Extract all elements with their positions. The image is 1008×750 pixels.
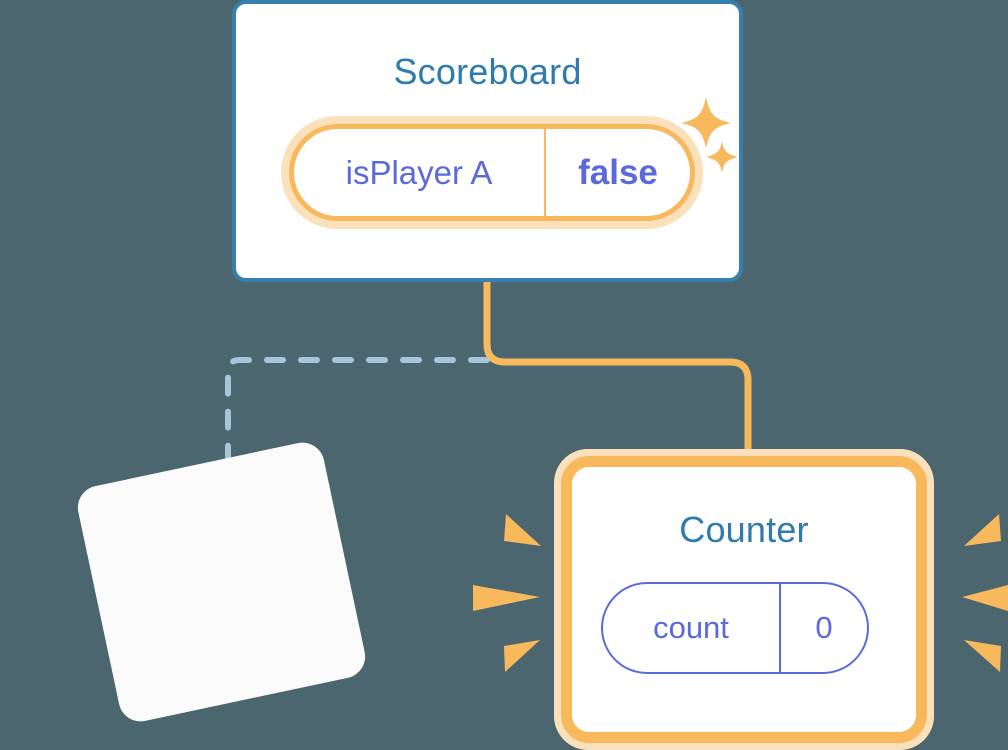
- scoreboard-state-pill[interactable]: isPlayer A false: [289, 124, 695, 221]
- node-card-scoreboard[interactable]: Scoreboard isPlayer A false: [232, 0, 743, 282]
- scoreboard-title: Scoreboard: [393, 51, 582, 92]
- burst-ray: [504, 514, 541, 546]
- node-card-counter[interactable]: Counter count 0: [561, 456, 927, 743]
- burst-ray: [964, 514, 1001, 546]
- counter-title: Counter: [679, 509, 809, 550]
- sparkle-large-icon: [681, 97, 731, 148]
- burst-ray: [962, 585, 1008, 611]
- counter-state-value: 0: [779, 584, 867, 672]
- counter-state-key: count: [653, 610, 729, 645]
- sparkle-small-icon: [706, 141, 738, 173]
- connector-solid-active: [483, 282, 752, 470]
- node-card-counter-glow: Counter count 0: [554, 449, 934, 750]
- burst-ray: [964, 640, 1001, 672]
- scoreboard-state-key: isPlayer A: [345, 153, 493, 191]
- scoreboard-state-pill-glow: isPlayer A false: [281, 116, 703, 229]
- burst-ray: [473, 585, 540, 611]
- scoreboard-state-value: false: [544, 129, 690, 216]
- connector-dashed-idle: [225, 357, 490, 473]
- burst-ray: [504, 640, 540, 672]
- counter-state-pill[interactable]: count 0: [601, 582, 869, 674]
